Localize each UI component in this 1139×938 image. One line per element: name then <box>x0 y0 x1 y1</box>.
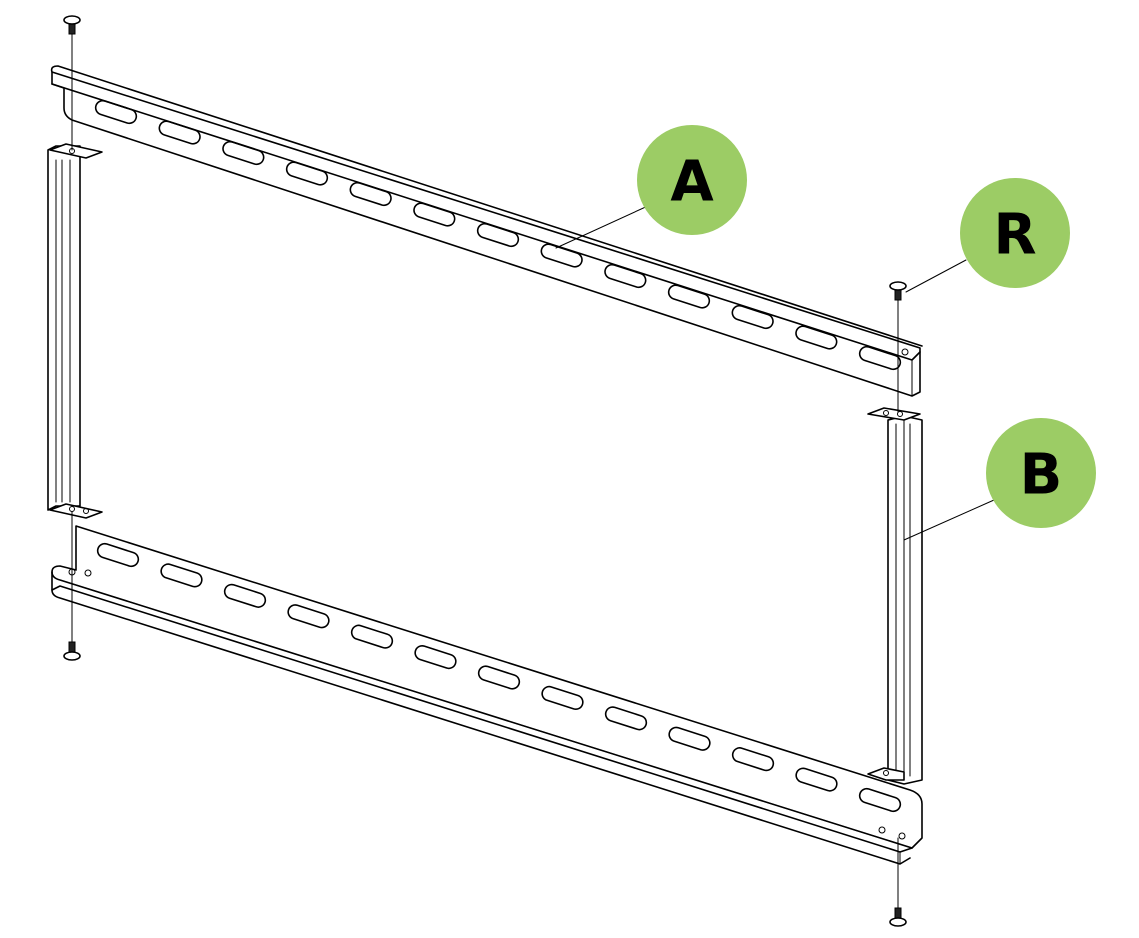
rail-slot <box>667 284 711 309</box>
rail-slot <box>222 140 265 166</box>
rail-slot <box>540 243 583 268</box>
lower-rail <box>51 525 923 865</box>
rail-slot <box>285 161 329 186</box>
rail-slot <box>158 120 201 145</box>
lower-rail-slots <box>96 542 902 813</box>
rail-slot <box>413 202 456 227</box>
screw <box>63 15 81 35</box>
screw <box>63 641 81 661</box>
rail-slot <box>223 583 267 608</box>
screw-guide-lines <box>71 31 899 913</box>
callout-r-circle <box>960 178 1070 288</box>
callout-a-label: A <box>670 150 714 215</box>
rail-slot <box>350 624 394 649</box>
rail-slot <box>414 644 457 670</box>
rail-slot <box>795 767 838 792</box>
rail-slot <box>287 604 330 629</box>
rail-slot <box>731 747 775 772</box>
rail-slot <box>349 181 392 207</box>
rail-slot <box>477 665 521 690</box>
screws <box>63 15 907 927</box>
rail-slot <box>541 685 584 711</box>
rail-slot <box>96 542 140 568</box>
rail-slot <box>858 787 902 813</box>
rail-slot <box>731 304 774 330</box>
callout-a: A <box>637 125 747 235</box>
left-bracket <box>47 143 103 519</box>
rail-slot <box>476 222 520 248</box>
rail-slot <box>858 345 902 371</box>
callout-r: R <box>960 178 1070 288</box>
rail-slot <box>94 99 138 125</box>
rail-slot <box>668 726 711 751</box>
right-bracket <box>867 407 923 785</box>
rail-slot <box>795 325 838 350</box>
leader-lines <box>555 204 995 541</box>
callout-r-label: R <box>993 203 1036 268</box>
screw <box>889 907 907 927</box>
rail-slot <box>604 706 648 731</box>
callout-b-label: B <box>1020 443 1063 508</box>
upper-rail <box>50 65 923 397</box>
callout-a-circle <box>637 125 747 235</box>
callout-b: B <box>986 418 1096 528</box>
upper-rail-slots <box>94 99 902 371</box>
rail-slot <box>160 563 203 588</box>
rail-slot <box>604 263 647 289</box>
screw <box>889 281 907 301</box>
callout-b-circle <box>986 418 1096 528</box>
